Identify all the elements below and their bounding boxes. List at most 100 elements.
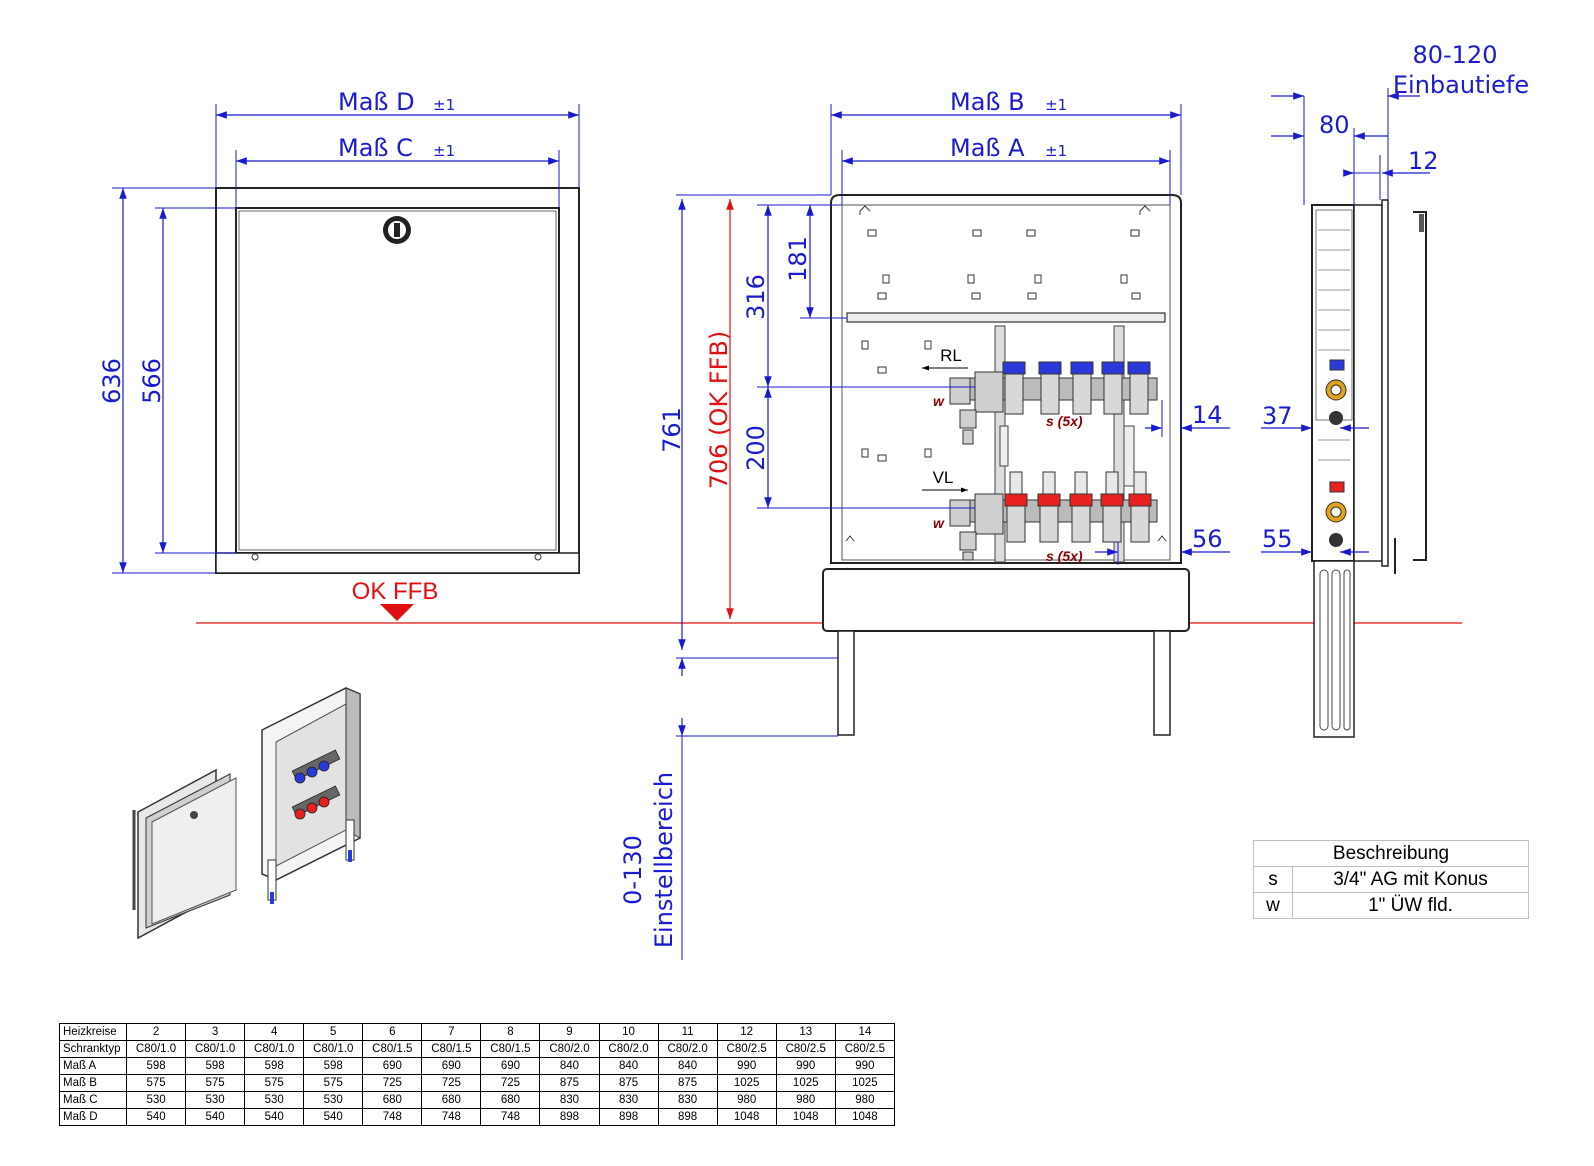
table-cell: C80/2.5	[775, 1040, 836, 1058]
label-w-return: w	[933, 393, 945, 409]
legend-row: w 1" ÜW fld.	[1253, 892, 1529, 919]
return-valves	[1002, 361, 1151, 415]
table-col-header: 9	[539, 1023, 600, 1041]
tol-mass-b: ±1	[1045, 96, 1067, 114]
table-cell: 898	[657, 1108, 718, 1126]
cabinet-3d-illustration	[261, 687, 361, 904]
table-cell: 725	[421, 1074, 482, 1092]
legend-key: s	[1253, 866, 1293, 893]
label-einbautiefe: Einbautiefe	[1393, 71, 1529, 99]
front-view-door	[215, 187, 580, 574]
table-row-label: Maß D	[59, 1108, 127, 1126]
table-cell: 980	[775, 1091, 836, 1109]
dim-181: 181	[784, 236, 812, 282]
table-cell: 1048	[834, 1108, 896, 1126]
table-cell: 690	[362, 1057, 423, 1075]
table-header-label: Heizkreise	[59, 1023, 127, 1041]
table-cell: C80/1.5	[480, 1040, 541, 1058]
table-cell: 980	[834, 1091, 896, 1109]
table-cell: 598	[185, 1057, 246, 1075]
dim-14: 14	[1192, 401, 1223, 429]
table-col-header: 13	[775, 1023, 836, 1041]
cabinet-center-view	[822, 194, 1190, 736]
table-cell: C80/1.0	[185, 1040, 246, 1058]
table-cell: 725	[480, 1074, 541, 1092]
table-header-row: Heizkreise 2 3 4 5 6 7 8 9 10 11 12 13 1…	[59, 1023, 896, 1041]
legend-header: Beschreibung	[1253, 840, 1529, 867]
side-dimensions	[1261, 88, 1430, 556]
table-cell: 830	[539, 1091, 600, 1109]
table-cell: 748	[362, 1108, 423, 1126]
table-cell: 575	[303, 1074, 364, 1092]
label-s-flow: s (5x)	[1046, 548, 1083, 564]
table-col-header: 7	[421, 1023, 482, 1041]
table-cell: 540	[185, 1108, 246, 1126]
table-cell: C80/2.0	[539, 1040, 600, 1058]
ok-ffb-triangle-icon	[380, 604, 414, 621]
dim-706-ok-ffb: 706 (OK FFB)	[705, 331, 733, 490]
dim-316: 316	[742, 274, 770, 320]
table-col-header: 11	[657, 1023, 718, 1041]
table-cell: 875	[539, 1074, 600, 1092]
table-cell: 680	[362, 1091, 423, 1109]
table-cell: 540	[303, 1108, 364, 1126]
table-row-label: Schranktyp	[59, 1040, 127, 1058]
legend-desc: 3/4" AG mit Konus	[1292, 866, 1529, 893]
table-cell: C80/2.0	[657, 1040, 718, 1058]
label-vl: VL	[933, 468, 954, 487]
table-cell: 830	[598, 1091, 659, 1109]
table-cell: 690	[480, 1057, 541, 1075]
dim-12: 12	[1408, 147, 1439, 175]
table-cell: C80/2.5	[834, 1040, 896, 1058]
table-cell: 530	[303, 1091, 364, 1109]
label-mass-b: Maß B	[950, 88, 1025, 116]
dim-0-130: 0-130	[619, 835, 647, 905]
table-cell: C80/1.0	[303, 1040, 364, 1058]
table-col-header: 6	[362, 1023, 423, 1041]
table-cell: 725	[362, 1074, 423, 1092]
door-3d-illustration	[132, 768, 237, 940]
table-cell: 1025	[716, 1074, 777, 1092]
table-cell: 748	[421, 1108, 482, 1126]
table-cell: 898	[539, 1108, 600, 1126]
ok-ffb-label: OK FFB	[352, 578, 439, 605]
table-col-header: 5	[303, 1023, 364, 1041]
table-row: Maß B 575 575 575 575 725 725 725 875 87…	[59, 1074, 896, 1092]
dim-200: 200	[742, 425, 770, 471]
table-cell: C80/2.0	[598, 1040, 659, 1058]
table-cell: 1048	[716, 1108, 777, 1126]
table-col-header: 4	[244, 1023, 305, 1041]
table-col-header: 2	[125, 1023, 187, 1041]
table-cell: 575	[125, 1074, 187, 1092]
ball-valves	[949, 371, 1004, 561]
table-cell: 980	[716, 1091, 777, 1109]
table-cell: 680	[480, 1091, 541, 1109]
dim-636: 636	[98, 358, 126, 404]
table-row: Maß D 540 540 540 540 748 748 748 898 89…	[59, 1108, 896, 1126]
table-cell: 530	[244, 1091, 305, 1109]
cabinet-side-view	[1311, 199, 1427, 738]
legend-key: w	[1253, 892, 1293, 919]
table-row: Schranktyp C80/1.0 C80/1.0 C80/1.0 C80/1…	[59, 1040, 896, 1058]
front-dimensions	[112, 104, 580, 574]
table-cell: 898	[598, 1108, 659, 1126]
table-cell: 690	[421, 1057, 482, 1075]
table-cell: 540	[125, 1108, 187, 1126]
label-mass-d: Maß D	[338, 88, 415, 116]
table-row: Maß C 530 530 530 530 680 680 680 830 83…	[59, 1091, 896, 1109]
table-cell: 1025	[834, 1074, 896, 1092]
dim-80: 80	[1319, 111, 1350, 139]
table-cell: C80/1.0	[125, 1040, 187, 1058]
table-cell: 530	[185, 1091, 246, 1109]
table-cell: 680	[421, 1091, 482, 1109]
dim-566: 566	[138, 358, 166, 404]
center-dimensions	[676, 104, 1230, 960]
legend-table: Beschreibung s 3/4" AG mit Konus w 1" ÜW…	[1253, 840, 1529, 919]
legend-desc: 1" ÜW fld.	[1292, 892, 1529, 919]
table-cell: 840	[539, 1057, 600, 1075]
table-col-header: 14	[834, 1023, 896, 1041]
door-lock-icon	[383, 216, 411, 244]
table-cell: C80/1.5	[421, 1040, 482, 1058]
tol-mass-c: ±1	[433, 142, 455, 160]
